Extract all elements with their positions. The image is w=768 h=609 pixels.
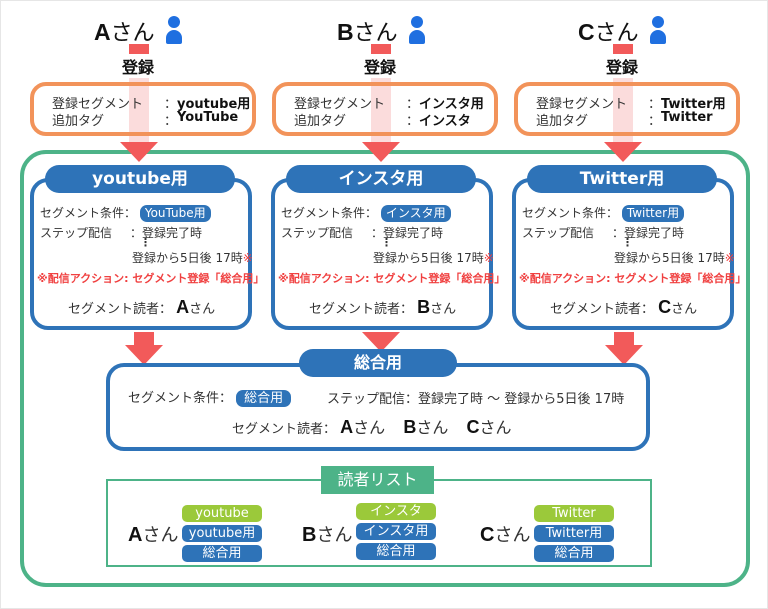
tag-badge: youtube (182, 505, 262, 522)
step-delivery: ステップ配信：登録完了時 (522, 226, 685, 240)
segment-title: Twitter用 (527, 165, 717, 193)
flow-arrow-head (362, 332, 400, 352)
segment-badge: インスタ用 (356, 523, 436, 540)
person-b: Bさん (337, 14, 426, 48)
registration-segment-row: 登録セグメント：youtube用 (52, 97, 251, 112)
person-icon (165, 16, 183, 46)
step-end: 登録から5日後 17時※ (373, 251, 494, 265)
segment-condition: セグメント条件： Twitter用 (522, 204, 685, 222)
delivery-action-note: ※配信アクション: セグメント登録「総合用」 (37, 272, 265, 285)
segment-badge: youtube用 (182, 525, 262, 542)
register-arrow-head (362, 142, 400, 162)
step-dots: ⋮ (381, 236, 392, 249)
segment-condition-pill: インスタ用 (380, 205, 451, 222)
step-dots: ⋮ (140, 236, 151, 249)
person-c: Cさん (578, 14, 667, 48)
step-end: 登録から5日後 17時※ (132, 251, 253, 265)
register-arrow-head (604, 142, 642, 162)
segment-badge: Twitter用 (534, 525, 614, 542)
register-arrow-head (120, 142, 158, 162)
registration-segment-row: 登録セグメント：Twitter用 (536, 97, 726, 112)
segment-badge: 総合用 (534, 545, 614, 562)
person-icon (649, 16, 667, 46)
total-condition-pill: 総合用 (236, 390, 292, 407)
segment-condition: セグメント条件： YouTube用 (40, 204, 211, 222)
step-end: 登録から5日後 17時※ (614, 251, 735, 265)
segment-condition: セグメント条件： インスタ用 (281, 204, 451, 222)
flow-arrow-shaft (614, 332, 634, 348)
step-dots: ⋮ (622, 236, 633, 249)
registration-tag-row: 追加タグ：Twitter (536, 110, 713, 129)
tag-badge: インスタ (356, 503, 436, 520)
total-title: 総合用 (299, 349, 457, 377)
segment-readers: セグメント読者： Aさん (68, 297, 216, 317)
register-label: 登録 (120, 54, 157, 78)
segment-card-twitter (512, 178, 734, 330)
segment-condition-pill: Twitter用 (621, 205, 685, 222)
reader-list-person: Aさん (128, 524, 179, 546)
segment-badge: 総合用 (356, 543, 436, 560)
person-a: Aさん (94, 14, 183, 48)
segment-condition-pill: YouTube用 (139, 205, 211, 222)
register-label: 登録 (604, 54, 641, 78)
segment-card-youtube (30, 178, 252, 330)
step-delivery: ステップ配信：登録完了時 (40, 226, 203, 240)
reader-list-title: 読者リスト (321, 466, 434, 494)
segment-readers: セグメント読者： Cさん (550, 297, 698, 317)
registration-segment-row: 登録セグメント：インスタ用 (294, 97, 484, 112)
tag-badge: Twitter (534, 505, 614, 522)
total-step-delivery: ステップ配信：登録完了時 ～ 登録から5日後 17時 (327, 392, 625, 407)
reader-list-person: Bさん (302, 524, 353, 546)
registration-tag-row: 追加タグ：インスタ (294, 114, 471, 129)
person-icon (408, 16, 426, 46)
total-condition: セグメント条件： 総合用 (128, 387, 292, 407)
segment-title: youtube用 (45, 165, 235, 193)
segment-badge: 総合用 (182, 545, 262, 562)
total-readers: セグメント読者： Aさん Bさん Cさん (232, 417, 512, 437)
register-label: 登録 (362, 54, 399, 78)
flow-arrow-shaft (134, 332, 154, 348)
flow-arrow-head (605, 345, 643, 365)
delivery-action-note: ※配信アクション: セグメント登録「総合用」 (278, 272, 506, 285)
flow-arrow-head (125, 345, 163, 365)
delivery-action-note: ※配信アクション: セグメント登録「総合用」 (519, 272, 747, 285)
segment-card-instagram (271, 178, 493, 330)
reader-list-person: Cさん (480, 524, 531, 546)
segment-readers: セグメント読者： Bさん (309, 297, 457, 317)
segment-title: インスタ用 (286, 165, 476, 193)
step-delivery: ステップ配信：登録完了時 (281, 226, 444, 240)
registration-tag-row: 追加タグ：YouTube (52, 110, 239, 129)
